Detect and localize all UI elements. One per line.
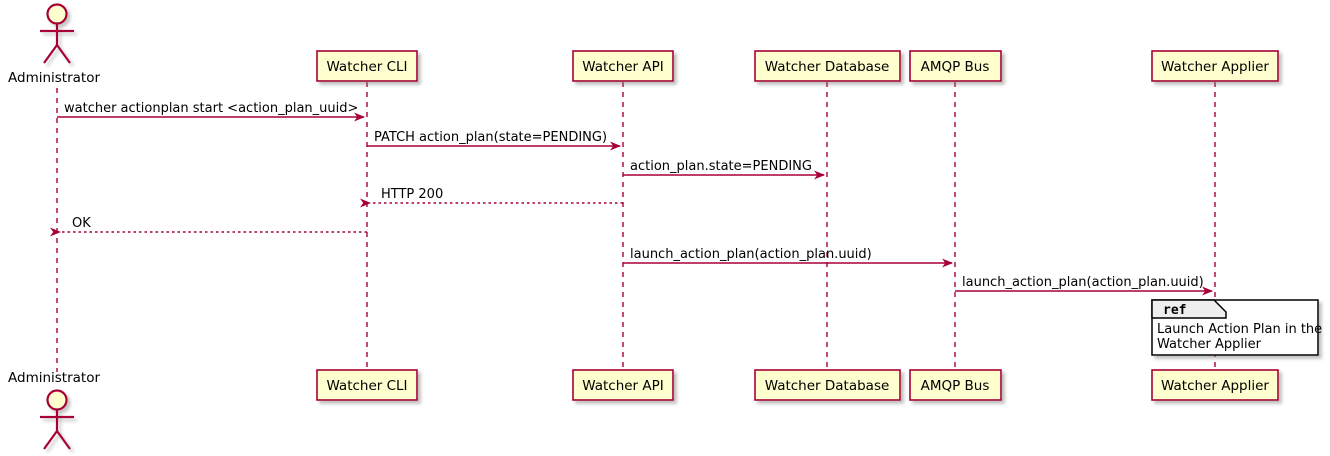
participant-label-amqp-bus-bottom: AMQP Bus bbox=[921, 378, 990, 394]
lifelines-group bbox=[56, 82, 1216, 372]
actor-administrator-top[interactable]: Administrator bbox=[8, 3, 100, 87]
ref-fragment-keyword: ref bbox=[1163, 303, 1186, 318]
participant-watcher-cli-top[interactable]: Watcher CLI bbox=[316, 50, 418, 82]
message-label-launch-action-plan-api-to-bus: launch_action_plan(action_plan.uuid) bbox=[630, 247, 872, 262]
participant-label-watcher-database-top: Watcher Database bbox=[765, 59, 890, 75]
actor-label-administrator-bottom: Administrator bbox=[8, 370, 100, 386]
ref-fragment-line-1: Launch Action Plan in the bbox=[1157, 322, 1322, 337]
participant-watcher-database-bottom[interactable]: Watcher Database bbox=[754, 369, 901, 401]
message-label-watcher-actionplan-start: watcher actionplan start <action_plan_uu… bbox=[64, 101, 358, 116]
actor-figure-top bbox=[40, 3, 74, 64]
participant-box-watcher-database-bottom[interactable] bbox=[754, 369, 901, 401]
participant-box-watcher-api-bottom[interactable] bbox=[572, 369, 674, 401]
participant-watcher-applier-top[interactable]: Watcher Applier bbox=[1151, 50, 1279, 82]
participant-box-watcher-cli-top[interactable] bbox=[316, 50, 418, 82]
message-label-http-200: HTTP 200 bbox=[381, 187, 443, 202]
message-ok[interactable]: OK bbox=[50, 216, 367, 237]
participant-label-amqp-bus-top: AMQP Bus bbox=[921, 59, 990, 75]
actor-figure-bottom bbox=[40, 389, 74, 450]
participant-watcher-database-top[interactable]: Watcher Database bbox=[754, 50, 901, 82]
message-patch-action-plan[interactable]: PATCH action_plan(state=PENDING) bbox=[367, 130, 621, 151]
message-label-ok: OK bbox=[72, 216, 91, 231]
participant-box-amqp-bus-bottom[interactable] bbox=[909, 369, 1002, 401]
participant-box-watcher-api-top[interactable] bbox=[572, 50, 674, 82]
message-label-launch-action-plan-bus-to-applier: launch_action_plan(action_plan.uuid) bbox=[962, 275, 1204, 290]
participant-amqp-bus-bottom[interactable]: AMQP Bus bbox=[909, 369, 1002, 401]
participant-watcher-applier-bottom[interactable]: Watcher Applier bbox=[1151, 369, 1279, 401]
message-label-patch-action-plan: PATCH action_plan(state=PENDING) bbox=[374, 130, 607, 145]
actor-label-administrator-top: Administrator bbox=[8, 70, 100, 86]
message-action-plan-state-pending[interactable]: action_plan.state=PENDING bbox=[623, 159, 825, 180]
ref-fragment[interactable]: ref Launch Action Plan in the Watcher Ap… bbox=[1151, 299, 1322, 356]
participant-label-watcher-api-top: Watcher API bbox=[582, 59, 664, 75]
participant-watcher-cli-bottom[interactable]: Watcher CLI bbox=[316, 369, 418, 401]
participant-box-watcher-cli-bottom[interactable] bbox=[316, 369, 418, 401]
message-launch-action-plan-bus-to-applier[interactable]: launch_action_plan(action_plan.uuid) bbox=[955, 275, 1213, 296]
message-label-action-plan-state-pending: action_plan.state=PENDING bbox=[630, 159, 812, 174]
participant-box-watcher-applier-bottom[interactable] bbox=[1151, 369, 1279, 401]
participant-watcher-api-bottom[interactable]: Watcher API bbox=[572, 369, 674, 401]
participant-watcher-api-top[interactable]: Watcher API bbox=[572, 50, 674, 82]
participant-label-watcher-database-bottom: Watcher Database bbox=[765, 378, 890, 394]
message-watcher-actionplan-start[interactable]: watcher actionplan start <action_plan_uu… bbox=[57, 101, 365, 122]
participant-label-watcher-cli-bottom: Watcher CLI bbox=[326, 378, 407, 394]
participant-label-watcher-cli-top: Watcher CLI bbox=[326, 59, 407, 75]
participant-label-watcher-api-bottom: Watcher API bbox=[582, 378, 664, 394]
message-launch-action-plan-api-to-bus[interactable]: launch_action_plan(action_plan.uuid) bbox=[623, 247, 953, 268]
message-http-200[interactable]: HTTP 200 bbox=[360, 187, 623, 208]
participant-label-watcher-applier-bottom: Watcher Applier bbox=[1161, 378, 1269, 394]
ref-fragment-line-2: Watcher Applier bbox=[1157, 337, 1262, 352]
participant-box-watcher-applier-top[interactable] bbox=[1151, 50, 1279, 82]
ref-fragment-header-tab bbox=[1151, 299, 1227, 319]
participant-box-amqp-bus-top[interactable] bbox=[909, 50, 1002, 82]
actor-administrator-bottom[interactable]: Administrator bbox=[8, 370, 100, 450]
participant-amqp-bus-top[interactable]: AMQP Bus bbox=[909, 50, 1002, 82]
participant-box-watcher-database-top[interactable] bbox=[754, 50, 901, 82]
participant-label-watcher-applier-top: Watcher Applier bbox=[1161, 59, 1269, 75]
